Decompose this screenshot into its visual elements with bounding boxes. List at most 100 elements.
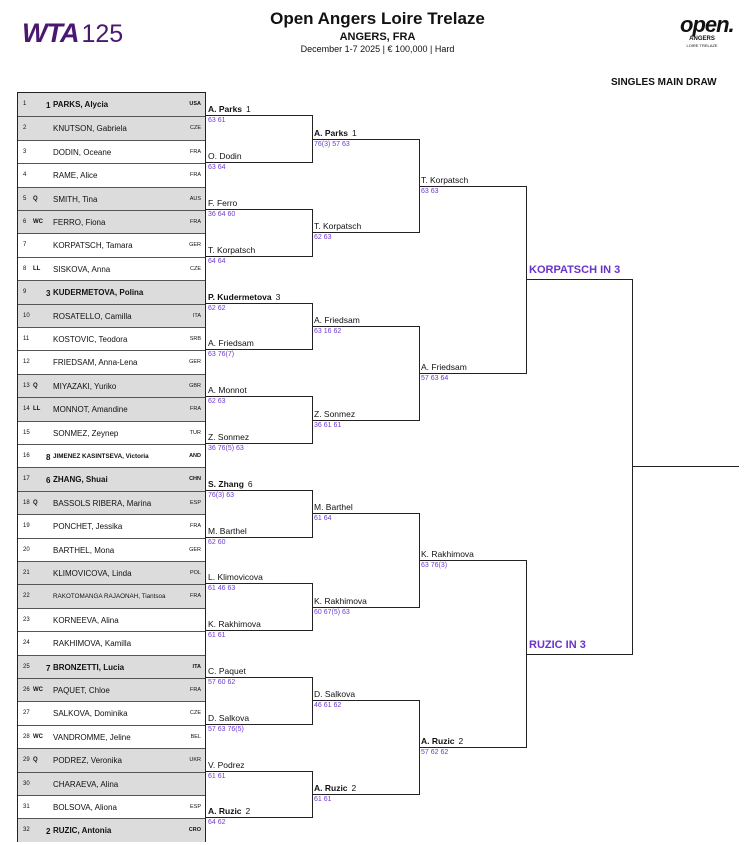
player-name: VANDROMME, Jeline: [53, 732, 131, 742]
draw-number: 2: [23, 125, 27, 132]
country-code: FRA: [190, 523, 201, 530]
bracket-seed: 2: [458, 736, 464, 747]
bracket-line: [419, 747, 526, 749]
bracket-player-name: S. Zhang: [208, 478, 244, 489]
bracket-player-name: A. Parks: [314, 127, 349, 138]
country-code: AUS: [189, 195, 201, 202]
player-name: MIYAZAKI, Yuriko: [53, 381, 117, 391]
player-name: DODIN, Oceane: [53, 147, 112, 157]
player-name: KORNEEVA, Alina: [53, 615, 119, 625]
bracket-line: [526, 279, 632, 281]
country-code: FRA: [190, 148, 201, 155]
bracket-player-name: T. Korpatsch: [314, 221, 362, 232]
player-name: KORPATSCH, Tamara: [53, 241, 133, 251]
entry-type: WC: [33, 687, 43, 693]
bracket-player: F. Ferro: [208, 198, 237, 208]
draw-number: 32: [23, 827, 30, 834]
draw-number: 10: [23, 312, 30, 319]
match-score: 62 63: [208, 398, 226, 406]
draw-number: 24: [23, 640, 30, 647]
match-score: 64 64: [208, 257, 226, 265]
country-code: FRA: [190, 172, 201, 179]
match-score: 63 76(3): [421, 562, 448, 569]
seed-number: 1: [46, 101, 51, 110]
match-score: 61 61: [208, 632, 226, 640]
draw-number: 27: [23, 710, 30, 717]
draw-number: 25: [23, 663, 30, 670]
bracket-player-name: D. Salkova: [314, 689, 356, 700]
match-score: 62 63: [314, 234, 332, 242]
bracket-player-name: Z. Sonmez: [314, 408, 356, 419]
match-score: 64 62: [208, 819, 226, 827]
open-angers-logo: open. ANGERS LOIRE TRELAZE: [680, 12, 735, 49]
match-score: 63 61: [208, 117, 226, 125]
match-score: 76(3) 57 63: [314, 140, 350, 148]
bracket-line: [206, 489, 312, 491]
bracket-line: [312, 326, 419, 327]
player-name: KNUTSON, Gabriela: [53, 124, 127, 134]
bracket-player-name: A. Friedsam: [421, 361, 467, 372]
draw-number: 15: [23, 429, 30, 436]
bracket-line: [206, 723, 312, 725]
bracket-line: [206, 583, 312, 585]
player-name: KOSTOVIC, Teodora: [53, 335, 128, 344]
draw-number: 26: [23, 687, 30, 693]
bracket-player: K. Rakhimova: [314, 596, 367, 606]
draw-number: 11: [23, 336, 30, 342]
bracket-line: [312, 606, 419, 608]
bracket-player: T. Korpatsch: [314, 221, 361, 231]
draw-number: 20: [23, 546, 30, 553]
bracket-line: [419, 560, 526, 561]
player-name: ROSATELLO, Camilla: [53, 311, 132, 321]
entry-type: LL: [33, 406, 41, 413]
player-name: KLIMOVICOVA, Linda: [53, 569, 132, 578]
country-code: FRA: [190, 219, 201, 225]
draw-number: 29: [23, 757, 30, 764]
bracket-seed: 3: [275, 291, 281, 302]
bracket-player-name: C. Paquet: [208, 666, 246, 676]
draw-number: 5: [23, 195, 27, 202]
country-code: SRB: [189, 336, 201, 342]
bracket-player-name: F. Ferro: [208, 198, 238, 208]
bracket-player: Z. Sonmez: [314, 409, 355, 419]
bracket-line: [419, 185, 526, 187]
match-score: 60 67(5) 63: [314, 608, 350, 616]
seed-number: 3: [46, 289, 51, 299]
country-code: ITA: [192, 312, 201, 319]
tournament-title: Open Angers Loire Trelaze: [270, 9, 485, 28]
player-name: SONMEZ, Zeynep: [53, 428, 119, 438]
player-name: KUDERMETOVA, Polina: [53, 288, 144, 298]
bracket-line: [526, 653, 632, 655]
semifinal-result: KORPATSCH IN 3: [529, 264, 621, 277]
entry-type: Q: [33, 382, 38, 389]
player-name: PARKS, Alycia: [53, 100, 109, 109]
player-name: RAME, Alice: [53, 171, 98, 181]
bracket-player: D. Salkova: [208, 713, 249, 723]
draw-number: 13: [23, 382, 30, 389]
country-code: ESP: [189, 804, 201, 810]
bracket-player-name: T. Korpatsch: [421, 174, 469, 185]
bracket-player: O. Dodin: [208, 151, 242, 161]
bracket-seed: 2: [351, 783, 357, 793]
bracket-line: [206, 677, 312, 678]
bracket-line: [206, 209, 312, 210]
seed-number: 6: [46, 476, 51, 486]
bracket-line: [312, 419, 419, 421]
bracket-line: [312, 232, 419, 234]
bracket-line: [206, 630, 312, 632]
